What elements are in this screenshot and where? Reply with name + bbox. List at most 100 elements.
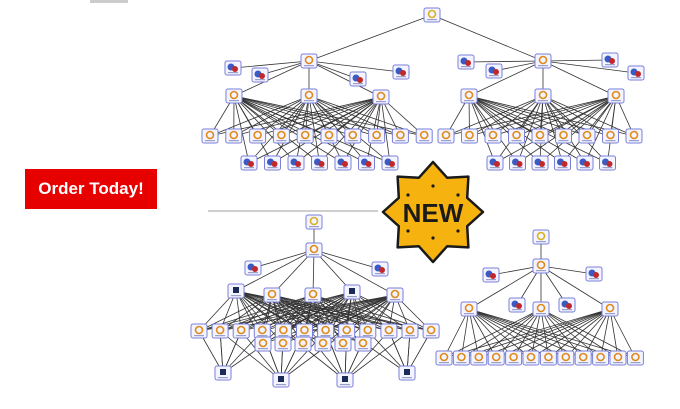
- diagram-edge: [540, 265, 595, 275]
- diagram-edge: [222, 330, 284, 374]
- person-node-icon: [274, 323, 292, 339]
- person-node-icon: [539, 350, 557, 366]
- sparkle-dot: [456, 229, 460, 233]
- person-node-icon: [415, 128, 433, 144]
- person-node-icon: [232, 323, 250, 339]
- device-node-icon: [272, 372, 290, 388]
- diagram-edge: [443, 308, 470, 359]
- diagram-edge: [468, 95, 496, 164]
- diagram-edge: [468, 308, 549, 359]
- group-node-icon: [371, 261, 389, 277]
- diagram-edge: [308, 14, 433, 62]
- diagram-edge: [380, 96, 391, 164]
- group-node-icon: [287, 155, 305, 171]
- diagram-edge: [233, 60, 310, 97]
- diagram-edge: [344, 330, 411, 381]
- group-node-icon: [585, 266, 603, 282]
- person-node-icon: [320, 128, 338, 144]
- group-node-icon: [334, 155, 352, 171]
- person-node-icon: [253, 323, 271, 339]
- person-node-icon: [592, 350, 610, 366]
- diagram-edge: [563, 95, 617, 137]
- person-node-icon: [225, 88, 243, 104]
- person-node-icon: [249, 128, 267, 144]
- person-node-icon: [557, 350, 575, 366]
- diagram-edge: [468, 308, 497, 359]
- diagram-edge: [219, 330, 282, 381]
- diagram-edge: [468, 308, 514, 359]
- root-node-icon: [305, 214, 323, 230]
- diagram-edge: [461, 308, 611, 359]
- group-node-icon: [349, 71, 367, 87]
- person-node-icon: [211, 323, 229, 339]
- diagram-edge: [219, 294, 273, 332]
- diagram-edge: [542, 60, 617, 97]
- new-badge-label: NEW: [403, 198, 464, 228]
- group-node-icon: [627, 65, 645, 81]
- person-node-icon: [531, 128, 549, 144]
- group-node-icon: [392, 64, 410, 80]
- diagram-edge: [468, 308, 532, 359]
- group-node-icon: [508, 297, 526, 313]
- person-node-icon: [534, 88, 552, 104]
- person-node-icon: [317, 323, 335, 339]
- diagram-edge: [609, 308, 619, 359]
- diagram-edge: [517, 95, 544, 164]
- person-node-icon: [534, 53, 552, 69]
- person-node-icon: [354, 336, 372, 352]
- person-node-icon: [532, 258, 550, 274]
- diagram-edge: [248, 96, 382, 164]
- diagram-edge: [478, 308, 611, 359]
- diagram-edge: [342, 96, 382, 164]
- diagram-edge: [468, 308, 480, 359]
- person-node-icon: [522, 350, 540, 366]
- person-node-icon: [201, 128, 219, 144]
- diagram-edge: [233, 95, 306, 137]
- diagram-edge: [548, 308, 611, 359]
- diagram-edge: [272, 95, 310, 164]
- diagram-edge: [468, 308, 566, 359]
- diagram-edge: [478, 308, 542, 359]
- group-node-icon: [311, 155, 328, 171]
- person-node-icon: [401, 323, 419, 339]
- person-node-icon: [254, 336, 272, 352]
- sparkle-dot: [406, 229, 410, 233]
- diagram-edge: [235, 249, 315, 292]
- person-node-icon: [487, 350, 505, 366]
- person-node-icon: [555, 128, 572, 144]
- group-node-icon: [576, 155, 594, 171]
- person-node-icon: [470, 350, 488, 366]
- person-node-icon: [294, 336, 312, 352]
- device-node-icon: [398, 365, 416, 381]
- person-node-icon: [300, 53, 318, 69]
- person-node-icon: [274, 336, 292, 352]
- group-node-icon: [482, 267, 500, 283]
- new-badge: NEW: [381, 160, 485, 264]
- device-node-icon: [343, 284, 361, 300]
- person-node-icon: [461, 128, 478, 144]
- diagram-edge: [513, 308, 611, 359]
- diagram-edge: [468, 95, 541, 164]
- diagram-edge: [262, 294, 314, 345]
- person-node-icon: [578, 128, 596, 144]
- diagram-edge: [540, 265, 611, 310]
- diagram-edge: [295, 96, 382, 164]
- group-node-icon: [251, 67, 269, 83]
- order-today-button[interactable]: Order Today!: [25, 169, 157, 209]
- sparkle-dot: [456, 193, 460, 197]
- diagram-edge: [542, 95, 635, 137]
- diagram-edge: [565, 308, 611, 359]
- diagram-edge: [600, 308, 611, 359]
- person-node-icon: [601, 301, 619, 317]
- diagram-edge: [271, 249, 315, 296]
- diagram-edge: [542, 95, 563, 164]
- diagram-edge: [539, 95, 617, 164]
- group-node-icon: [599, 155, 616, 171]
- diagram-edge: [461, 308, 542, 359]
- person-node-icon: [296, 128, 314, 144]
- group-node-icon: [264, 155, 281, 171]
- new-badge-star: [381, 160, 485, 264]
- group-node-icon: [509, 155, 526, 171]
- diagram-edge: [313, 249, 396, 296]
